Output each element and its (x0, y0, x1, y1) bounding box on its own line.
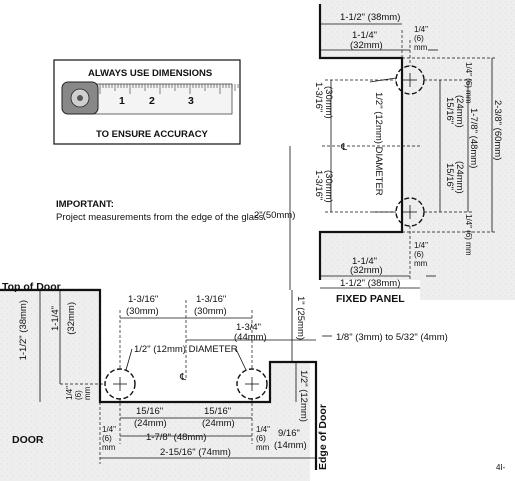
door-left-small-mm: mm (83, 386, 92, 400)
fixed-right-1-mm: (24mm) (454, 95, 465, 128)
fixed-center-symbol: ℄ (340, 142, 348, 153)
fixed-right-1-in: 15/16" (444, 97, 455, 124)
door-bottom-2-mm: (24mm) (202, 418, 235, 429)
fixed-top-width-2-mm: (32mm) (350, 40, 383, 51)
fixed-bottom-width-2-mm: (32mm) (350, 265, 383, 276)
fixed-top-edge-mm: mm (414, 43, 428, 52)
ruler-tick-1: 1 (119, 95, 125, 107)
door-bottom-edge-r-val: (6) (256, 434, 266, 443)
door-top-label: Top of Door (2, 281, 61, 293)
door-bottom-right-in: 9/16" (278, 428, 300, 439)
door-left-small-val: (6) (74, 390, 83, 400)
fixed-panel-drawing: 1-1/2" (38mm) 1-1/4" (32mm) 1/4" (6) mm … (313, 0, 515, 305)
fixed-hole-offset-bot-in: 1-3/16" (313, 170, 324, 200)
door-bottom-edge-r-mm: mm (256, 443, 270, 452)
door-glass (0, 288, 310, 481)
fixed-bottom-edge-in: 1/4" (414, 241, 428, 250)
fixed-top-edge-val: (6) (414, 34, 424, 43)
fixed-top-width-1: 1-1/2" (38mm) (340, 12, 400, 23)
door-bottom-edge-l-in: 1/4" (102, 425, 116, 434)
door-bottom-edge-r-in: 1/4" (256, 425, 270, 434)
fixed-diameter-label: 1/2" (12mm) DIAMETER (373, 92, 384, 196)
door-bottom-1-in: 15/16" (136, 406, 163, 417)
ruler-tape (89, 83, 233, 115)
fixed-side-top: 1/4" (6) mm (464, 62, 473, 104)
fixed-hole-offset-top-mm: (30mm) (323, 86, 334, 119)
door-hole-left-mm: (30mm) (126, 306, 159, 317)
fixed-total: 1-7/8" (48mm) (468, 108, 479, 168)
fixed-side-bot: 1/4" (6) mm (464, 214, 473, 256)
fixed-panel-title: FIXED PANEL (336, 293, 405, 305)
door-edge-label: Edge of Door (317, 404, 329, 470)
door-left-v1: 1-1/2" (38mm) (18, 300, 29, 360)
door-hole-left-in: 1-3/16" (128, 294, 158, 305)
door-width-mm: (44mm) (234, 332, 267, 343)
fixed-bottom-width-1: 1-1/2" (38mm) (340, 278, 400, 289)
door-right-v: 1/2" (12mm) (298, 370, 309, 422)
fixed-bottom-width-2-in: 1-1/4" (352, 256, 377, 267)
door-hole-right-mm: (30mm) (194, 306, 227, 317)
fixed-bottom-edge-val: (6) (414, 250, 424, 259)
fixed-overall: 2-3/8" (60mm) (492, 100, 503, 160)
callout-top-text: ALWAYS USE DIMENSIONS (88, 68, 212, 79)
door-overall: 2-15/16" (74mm) (160, 447, 231, 458)
door-bottom-1-mm: (24mm) (134, 418, 167, 429)
note-body: Project measurements from the edge of th… (56, 212, 266, 223)
tape-measure-icon (61, 81, 99, 115)
door-outline (0, 288, 318, 470)
ruler-ticks (99, 84, 239, 94)
door-bottom-right-mm: (14mm) (274, 440, 307, 451)
fixed-right-2-in: 15/16" (444, 163, 455, 190)
fixed-hole-offset-bot-mm: (30mm) (323, 170, 334, 203)
door-bottom-2-in: 15/16" (204, 406, 231, 417)
ruler-tick-2: 2 (149, 95, 155, 107)
door-left-v2-in: 1-1/4" (50, 306, 61, 331)
fixed-hole-offset-top-in: 1-3/16" (313, 82, 324, 112)
door-gap-top: 2"(50mm) (254, 210, 295, 221)
fixed-right-2-mm: (24mm) (454, 161, 465, 194)
door-drawing: Top of Door DOOR Edge of Door 2"(50mm) 1… (0, 146, 448, 481)
door-diameter-label: 1/2" (12mm) DIAMETER (134, 344, 238, 355)
page-reference: 4I- (496, 463, 506, 472)
door-hole-right-in: 1-3/16" (196, 294, 226, 305)
dimension-callout: ALWAYS USE DIMENSIONS 1 2 3 TO ENSURE AC… (53, 59, 241, 145)
door-bottom-edge-l-val: (6) (102, 434, 112, 443)
fixed-top-edge-in: 1/4" (414, 25, 428, 34)
fixed-bottom-edge-mm: mm (414, 259, 428, 268)
callout-bottom-text: TO ENSURE ACCURACY (96, 129, 209, 140)
fixed-top-width-2-in: 1-1/4" (352, 30, 377, 41)
door-left-small-in: 1/4" (65, 386, 74, 400)
door-title: DOOR (12, 434, 44, 446)
fixed-panel-glass (320, 0, 515, 300)
door-bottom-edge-l-mm: mm (102, 443, 116, 452)
ruler-tick-3: 3 (188, 95, 194, 107)
door-edge-small: 1" (25mm) (295, 296, 306, 340)
door-center-symbol: ℄ (179, 372, 187, 383)
door-bottom-total: 1-7/8" (48mm) (146, 432, 206, 443)
fixed-panel-outline (318, 4, 404, 280)
note-heading: IMPORTANT: (56, 199, 114, 210)
door-left-v2-mm: (32mm) (66, 302, 77, 335)
door-width-in: 1-3/4" (236, 322, 261, 333)
door-gap-note: 1/8" (3mm) to 5/32" (4mm) (336, 332, 448, 343)
